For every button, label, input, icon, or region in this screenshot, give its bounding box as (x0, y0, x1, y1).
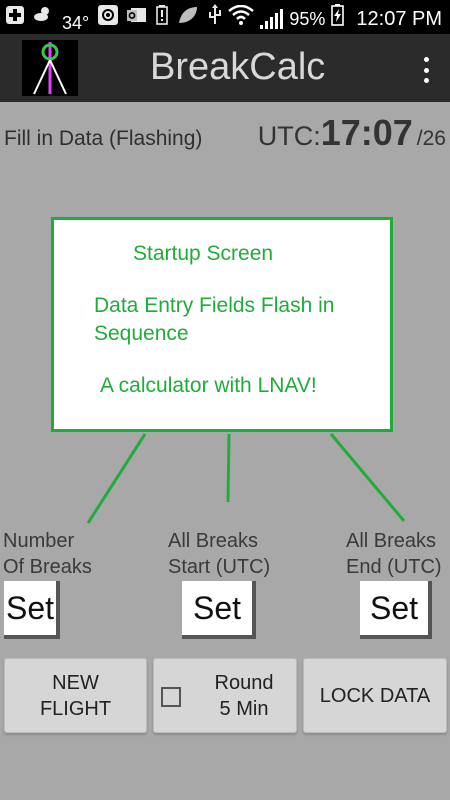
usb-icon (208, 4, 222, 34)
label-line: All Breaks (168, 530, 259, 552)
set-breaks-start-button[interactable]: Set (182, 581, 256, 639)
weather-icon (33, 5, 53, 33)
new-flight-button[interactable]: NEW FLIGHT (4, 658, 147, 733)
signal-icon (260, 9, 284, 29)
leaf-icon (177, 5, 199, 33)
app-logo-icon[interactable] (22, 40, 78, 96)
battery-alert-icon (156, 5, 169, 33)
status-label: Fill in Data (Flashing) (4, 127, 203, 150)
label-line: Of Breaks (3, 556, 92, 578)
battery-charging-icon (331, 4, 345, 34)
weather-temp: 34° (62, 12, 90, 33)
round-5-min-toggle[interactable] (153, 658, 297, 733)
label-line: Number (3, 530, 75, 552)
round-label: Round 5 Min (192, 670, 296, 722)
button-label: FLIGHT (39, 697, 112, 720)
app-bar: BreakCalc (0, 34, 450, 102)
wifi-icon (228, 4, 255, 33)
number-of-breaks-label: Number Of Breaks (3, 528, 92, 580)
annotation-line: Sequence (94, 322, 189, 345)
breaks-end-label: All Breaks End (UTC) (346, 528, 442, 580)
annotation-line: A calculator with LNAV! (100, 374, 317, 397)
utc-time: 17:07 (320, 112, 413, 153)
annotation-connector (226, 433, 231, 503)
breaks-start-label: All Breaks Start (UTC) (168, 528, 270, 580)
annotation-connector (86, 433, 147, 524)
annotation-line: Data Entry Fields Flash in (94, 294, 335, 317)
utc-label: UTC: (257, 121, 321, 151)
annotation-box: Startup Screen Data Entry Fields Flash i… (51, 217, 393, 432)
plus-icon (6, 6, 24, 32)
set-number-of-breaks-button[interactable]: Set (4, 581, 60, 639)
at-icon (98, 5, 119, 33)
overflow-menu-icon[interactable] (414, 52, 438, 88)
annotation-connector (329, 433, 406, 522)
outlook-icon (127, 5, 147, 33)
app-title: BreakCalc (150, 46, 326, 88)
label-line: End (UTC) (346, 556, 442, 578)
label-line: Start (UTC) (168, 556, 271, 578)
set-breaks-end-button[interactable]: Set (360, 581, 432, 639)
button-label: 5 Min (219, 698, 269, 720)
button-label: Round (214, 672, 274, 694)
round-checkbox[interactable] (161, 687, 181, 707)
lock-data-button[interactable]: LOCK DATA (303, 658, 447, 733)
status-time: 12:07 PM (356, 7, 442, 30)
button-label: NEW (52, 671, 99, 694)
utc-day: /26 (416, 127, 446, 150)
label-line: All Breaks (346, 530, 437, 552)
annotation-title: Startup Screen (133, 242, 274, 265)
utc-clock: UTC: 17:07 /26 (258, 112, 446, 154)
status-bar: 34° 95% 12:07 PM (0, 0, 450, 34)
battery-percent: 95% (289, 8, 326, 29)
